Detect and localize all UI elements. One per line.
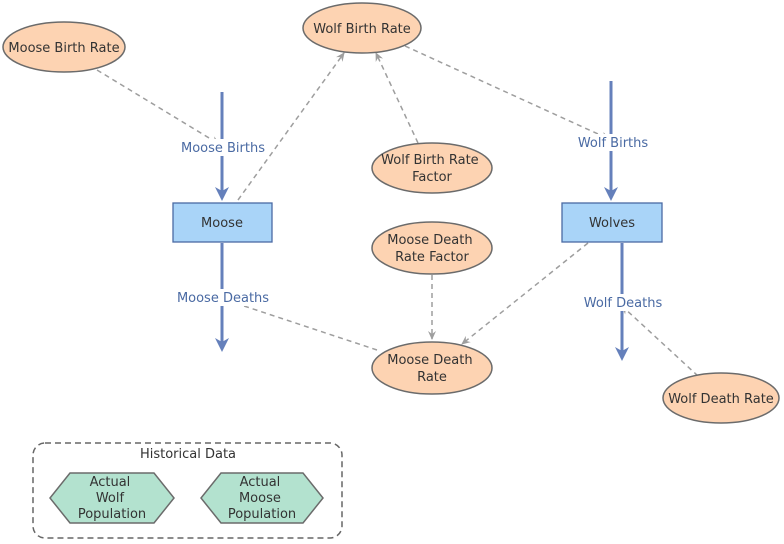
flow-label-wolf-deaths: Wolf Deaths [584, 296, 663, 311]
variable-shape[interactable] [371, 221, 493, 275]
converter-label-line: Wolf [96, 491, 125, 506]
converter-label-line: Actual [240, 475, 281, 490]
link-wolf-birth-rate-to-wolf-births[interactable] [404, 45, 610, 140]
converter-shape[interactable] [49, 472, 175, 524]
variable-label-line: Wolf Death Rate [668, 392, 774, 407]
historical-data-group[interactable]: Historical Data Actual Wolf Population A… [32, 442, 343, 539]
group-title: Historical Data [140, 447, 236, 462]
stock-moose[interactable]: Moose [172, 202, 273, 243]
flow-label-moose-births: Moose Births [181, 141, 265, 156]
variable-label-line: Moose Death [387, 233, 472, 248]
link-wolf-death-rate-to-wolf-deaths[interactable] [621, 305, 699, 377]
variable-shape[interactable] [371, 341, 493, 395]
variable-label: Wolf Death Rate [668, 392, 774, 407]
variable-wolf-birth-rate-factor[interactable]: Wolf Birth Rate Factor [371, 142, 493, 194]
variable-moose-death-rate[interactable]: Moose Death Rate [371, 341, 493, 395]
link-moose-birth-rate-to-moose-births[interactable] [96, 69, 220, 145]
variable-label: Wolf Birth Rate Factor [381, 153, 483, 185]
converter-label-line: Population [78, 507, 146, 522]
link-moose-to-wolf-birth-rate[interactable] [237, 52, 345, 201]
variable-label: Moose Death Rate [387, 353, 476, 385]
variable-label: Moose Death Rate Factor [387, 233, 476, 265]
flow-label-moose-deaths: Moose Deaths [177, 291, 269, 306]
group-frame[interactable] [32, 442, 343, 539]
stock-moose-label: Moose [201, 216, 243, 231]
stock-moose-box[interactable] [172, 202, 273, 243]
converter-actual-moose-population[interactable]: Actual Moose Population [200, 472, 324, 524]
variable-label-line: Wolf Birth Rate [381, 153, 479, 168]
variable-label-line: Rate [417, 370, 447, 385]
variable-label-line: Factor [412, 170, 452, 185]
variable-moose-death-rate-factor[interactable]: Moose Death Rate Factor [371, 221, 493, 275]
converter-label-line: Actual [90, 475, 131, 490]
links [96, 45, 699, 377]
link-moose-death-rate-to-moose-deaths[interactable] [225, 298, 378, 351]
flow-labels: Moose Births Moose Deaths Wolf Births Wo… [176, 134, 666, 311]
variable-shape[interactable] [2, 21, 126, 73]
variable-moose-birth-rate[interactable]: Moose Birth Rate [2, 21, 126, 73]
flow-label-bg [572, 134, 654, 151]
flow-label-bg [179, 139, 267, 156]
variable-label: Moose Birth Rate [8, 41, 119, 56]
variable-label-line: Rate Factor [395, 250, 469, 265]
variable-label-line: Wolf Birth Rate [313, 22, 411, 37]
flow-label-bg [176, 289, 268, 306]
converter-shape[interactable] [200, 472, 324, 524]
variable-wolf-birth-rate[interactable]: Wolf Birth Rate [302, 2, 422, 54]
converter-label-line: Moose [239, 491, 281, 506]
variable-label-line: Moose Death [387, 353, 472, 368]
stock-wolves-box[interactable] [561, 202, 663, 243]
converter-label: Actual Wolf Population [78, 475, 146, 522]
variable-shape[interactable] [371, 142, 493, 194]
stock-wolves-label: Wolves [589, 216, 635, 231]
variable-wolf-death-rate[interactable]: Wolf Death Rate [662, 372, 780, 424]
variable-label: Wolf Birth Rate [313, 22, 411, 37]
variable-shape[interactable] [662, 372, 780, 424]
converter-actual-wolf-population[interactable]: Actual Wolf Population [49, 472, 175, 524]
stock-wolves[interactable]: Wolves [561, 202, 663, 243]
converter-label-line: Population [228, 507, 296, 522]
link-wolf-birth-rate-factor-to-wolf-birth-rate[interactable] [375, 52, 419, 144]
variable-label-line: Moose Birth Rate [8, 41, 119, 56]
flow-label-wolf-births: Wolf Births [578, 136, 649, 151]
flow-label-bg [580, 294, 666, 311]
converter-label: Actual Moose Population [228, 475, 296, 522]
variable-shape[interactable] [302, 2, 422, 54]
